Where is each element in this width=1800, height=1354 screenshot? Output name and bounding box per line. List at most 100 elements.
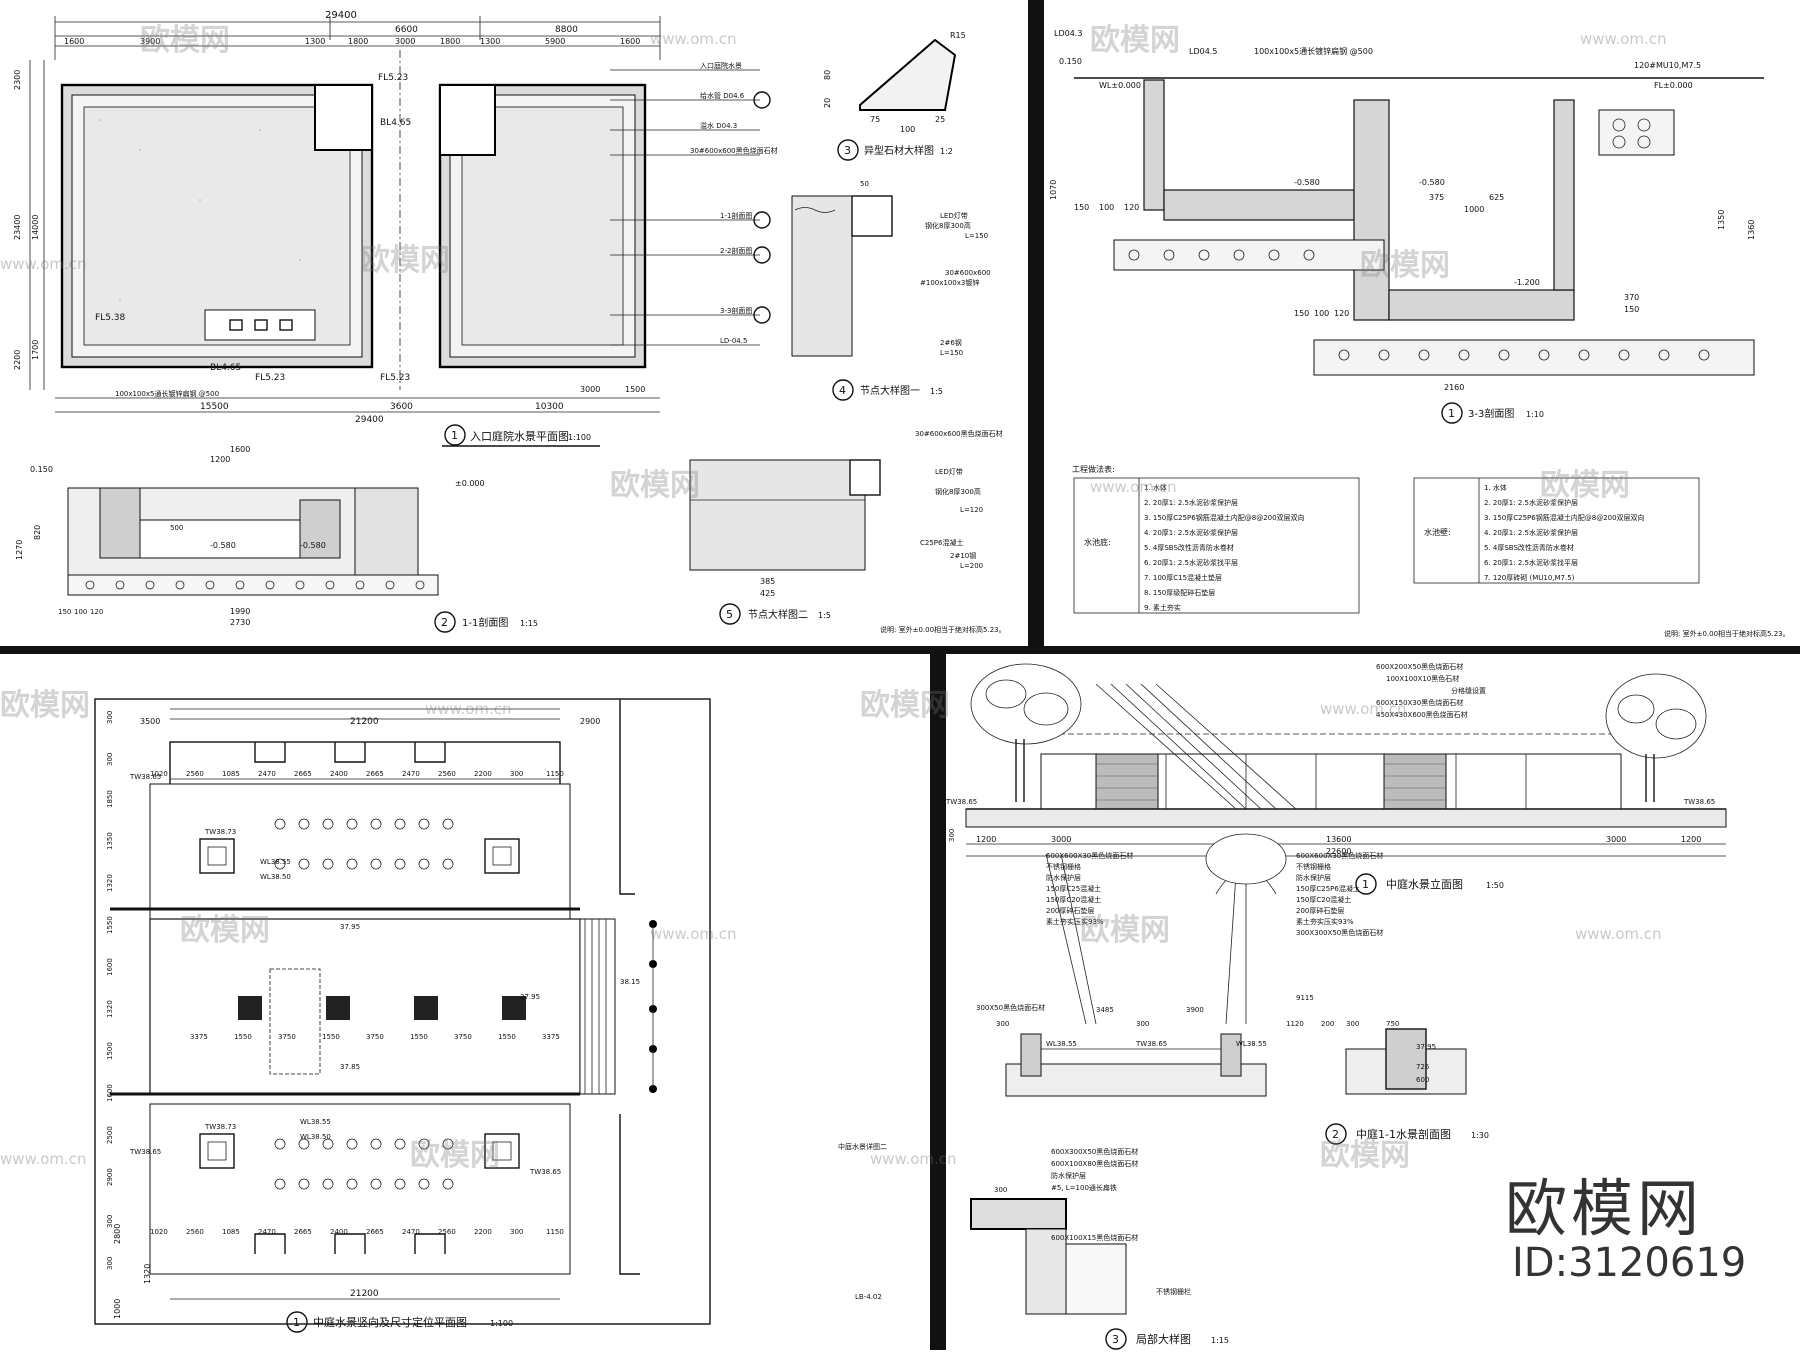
- dim-left: 1500: [106, 1042, 114, 1060]
- node2-scale: 1:5: [818, 611, 831, 620]
- dim-left: 1350: [106, 832, 114, 850]
- section-dim: 37.95: [1416, 1043, 1436, 1051]
- s2-dim-12: 370: [1624, 293, 1639, 302]
- level-mark: WL38.55: [300, 1118, 331, 1126]
- dim-left: 1320: [106, 874, 114, 892]
- s2-dim-2: 1070: [1049, 180, 1058, 200]
- section-note-right: 防水保护层: [1296, 873, 1331, 882]
- label-r3: 溢水 D04.3: [700, 121, 737, 130]
- s4-sec-title: 中庭1-1水景剖面图: [1356, 1127, 1451, 1141]
- fountain-nozzle-icon: [322, 858, 334, 870]
- fountain-nozzle-icon: [418, 1178, 430, 1190]
- fountain-nozzle-icon: [298, 858, 310, 870]
- dim-top-b: 8800: [555, 25, 578, 35]
- s2-dim-17: 100: [1314, 309, 1329, 318]
- table-left-row: 5. 4厚SBS改性沥青防水卷材: [1144, 543, 1234, 552]
- s4-elev-dim-7: 300: [948, 829, 956, 842]
- brand-logo-text: 欧模网: [1505, 1172, 1704, 1245]
- dim-row-top: 1150: [546, 770, 564, 778]
- node2-n2: LED灯带: [935, 467, 963, 476]
- level-mark: 37.85: [340, 1063, 360, 1071]
- node2-n6: 2#10钢: [950, 551, 976, 560]
- s2-title: 3-3剖面图: [1468, 407, 1514, 420]
- level-mark: WL38.50: [260, 873, 291, 881]
- s4-elev-note-1: 600X200X50黑色烧面石材: [1376, 662, 1463, 671]
- s4-elev-level-2: TW38.65: [1683, 798, 1715, 806]
- sec11-dim-1: 1600: [230, 445, 250, 454]
- section-note-left: 150厚C20混凝土: [1046, 895, 1101, 904]
- fountain-nozzle-icon: [322, 1138, 334, 1150]
- dim-row-bottom: 2400: [330, 1228, 348, 1236]
- stone-scale: 1:2: [940, 147, 953, 156]
- sec11-level-1: 0.150: [30, 465, 53, 474]
- section-dim: 750: [1386, 1020, 1399, 1028]
- section-dim: 9115: [1296, 994, 1314, 1002]
- dim-sub-1: 1600: [64, 37, 84, 46]
- detail-note: 600X100X80黑色烧面石材: [1051, 1159, 1138, 1168]
- dim-row-bottom: 2665: [294, 1228, 312, 1236]
- node1-n1: LED灯带: [940, 211, 968, 220]
- dim-row-top: 2400: [330, 770, 348, 778]
- brand-id: ID:3120619: [1512, 1240, 1747, 1286]
- level-mark: WL38.55: [260, 858, 291, 866]
- fountain-nozzle-icon: [346, 1138, 358, 1150]
- node1-n7: L=150: [940, 349, 963, 357]
- s3-sheet-no: LB-4.02: [855, 1293, 882, 1301]
- sec11-scale: 1:15: [520, 619, 538, 628]
- fountain-nozzle-icon: [274, 858, 286, 870]
- s2-label-6: LD04.3: [1054, 29, 1082, 38]
- fountain-nozzle-icon: [394, 1138, 406, 1150]
- dim-row-bottom: 2200: [474, 1228, 492, 1236]
- dim-bottom-3: 10300: [535, 402, 564, 412]
- dim-left: 1550: [106, 916, 114, 934]
- dim-sub-9: 1600: [620, 37, 640, 46]
- table-left-row: 6. 20厚1: 2.5水泥砂浆找平层: [1144, 558, 1238, 567]
- level-mark: TW38.65: [129, 773, 161, 781]
- section-note-right: 150厚C25P6混凝土: [1296, 884, 1360, 893]
- dim-left-1: 2300: [13, 70, 22, 90]
- sec11-dim-8: 500: [170, 524, 183, 532]
- s2-dim-10: 1000: [1464, 205, 1484, 214]
- dim-sub-6: 1800: [440, 37, 460, 46]
- sec11-dim-2: 1200: [210, 455, 230, 464]
- node2-n5: C25P6混凝土: [920, 538, 963, 547]
- sec11-dim-10: 820: [33, 525, 42, 540]
- table-left-row: 7. 100厚C15混凝土垫层: [1144, 573, 1222, 582]
- s3-dim-bottom-1: 21200: [350, 1289, 379, 1299]
- s2-dim-7: -0.580: [1419, 178, 1445, 187]
- section-dim: 300: [1136, 1020, 1149, 1028]
- dim-row-bottom: 2560: [438, 1228, 456, 1236]
- dim-row-bottom: 1150: [546, 1228, 564, 1236]
- section-note-right: 600X600X30黑色烧面石材: [1296, 851, 1383, 860]
- fountain-nozzle-icon: [322, 818, 334, 830]
- fountain-nozzle-icon: [418, 818, 430, 830]
- dim-left: 1600: [106, 1084, 114, 1102]
- s4-elev-dim-6: 22600: [1326, 847, 1351, 856]
- sec11-level-4: -0.580: [300, 541, 326, 550]
- detail-note: 600X100X15黑色烧面石材: [1051, 1233, 1138, 1242]
- section-note-right: 素土夯实压实93%: [1296, 917, 1354, 926]
- s4-elev-note-3: 分格缝设置: [1451, 686, 1486, 695]
- sec11-dim-9: 1270: [15, 540, 24, 560]
- sec11-dim-6: 100: [74, 608, 87, 616]
- fountain-nozzle-icon: [442, 1178, 454, 1190]
- s4-detail-num: 3: [1112, 1333, 1119, 1346]
- dim-row-top: 1085: [222, 770, 240, 778]
- dim-row-mid: 3375: [542, 1033, 560, 1041]
- fountain-nozzle-icon: [346, 858, 358, 870]
- section-note-right: 不锈钢栅格: [1296, 862, 1331, 871]
- fountain-nozzle-icon: [394, 818, 406, 830]
- fountain-nozzle-icon: [298, 1138, 310, 1150]
- stone-dim-6: 20: [823, 98, 832, 108]
- s2-dim-6: -0.580: [1294, 178, 1320, 187]
- dim-row-mid: 1550: [322, 1033, 340, 1041]
- sec11-dim-3: 1990: [230, 607, 250, 616]
- s3-dim-top-1: 21200: [350, 717, 379, 727]
- s4-elev-dim-2: 3000: [1051, 835, 1071, 844]
- s2-dim-8: 375: [1429, 193, 1444, 202]
- dim-sub-8: 5900: [545, 37, 565, 46]
- level-6: FL5.23: [380, 373, 410, 383]
- section-dim: 1120: [1286, 1020, 1304, 1028]
- dim-left: 300: [106, 1257, 114, 1270]
- label-r2: 给水管 D04.6: [700, 91, 745, 100]
